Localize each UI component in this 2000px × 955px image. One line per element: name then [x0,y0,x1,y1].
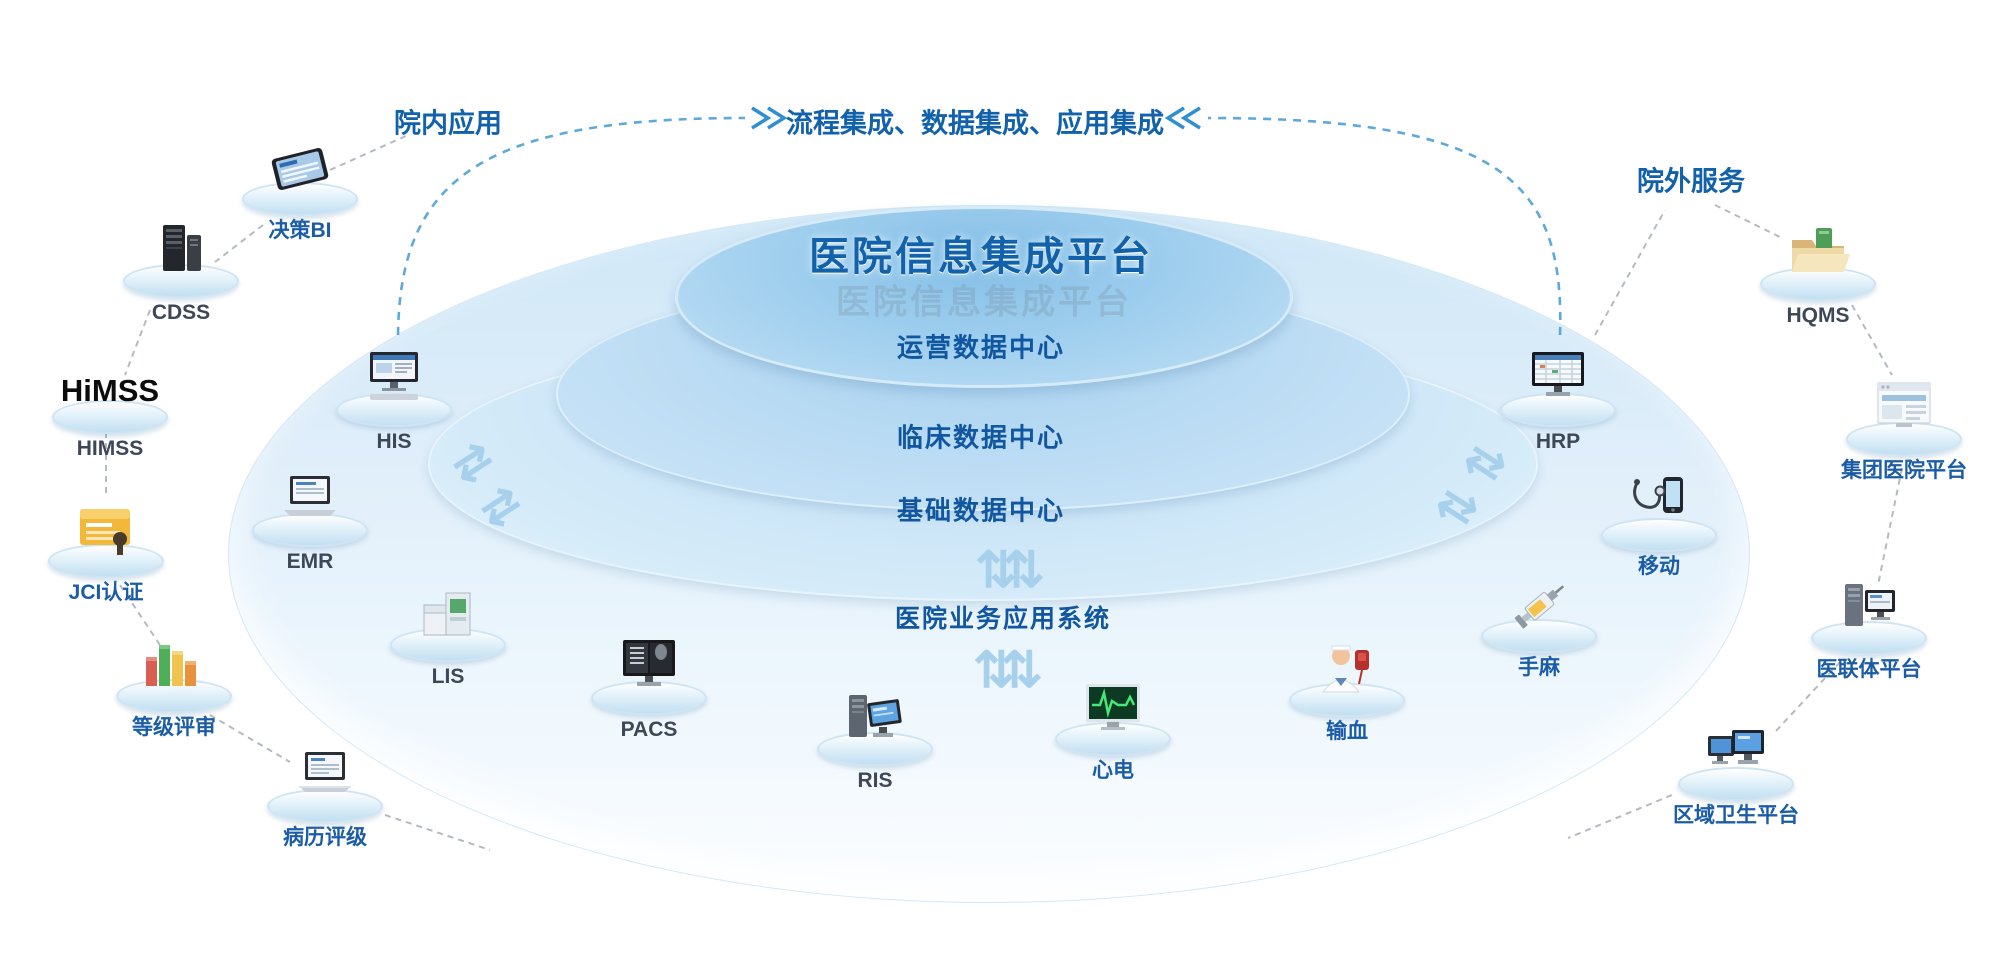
out-hospital-services-label: 院外服务 [1637,166,1745,197]
node-yilianti: 医联体平台 [1794,578,1944,681]
mobile-stethoscope-icon [1584,475,1734,531]
sync-arrows-center: ⇅ [1003,542,1045,598]
node-his: HIS [319,350,469,453]
spreadsheet-monitor-icon [1483,350,1633,406]
platform-disc [1481,619,1597,653]
node-pacs: PACS [574,638,724,741]
xray-monitor-icon [574,638,724,694]
node-jci: JCI认证 [31,501,181,604]
node-label: 心电 [1092,759,1134,782]
node-label: 集团医院平台 [1841,459,1967,482]
platform-disc [1601,518,1717,552]
node-hrp: HRP [1483,350,1633,453]
in-hospital-apps-label: 院内应用 [394,108,502,139]
sync-arrows-center: ⇅ [1001,642,1043,698]
certificate-icon [31,501,181,557]
node-label: HIS [376,430,412,453]
node-dengji: 等级评审 [99,636,249,739]
integration-methods-label: 流程集成、数据集成、应用集成 [786,108,1164,139]
laptop-icon [235,470,385,526]
node-label: PACS [620,718,678,741]
nurse-blood-icon [1272,640,1422,696]
bar-chart-icon [99,636,249,692]
platform-disc [1811,621,1927,655]
node-label: EMR [286,550,334,573]
server-icon [106,221,256,277]
node-shouma: 手麻 [1464,576,1614,679]
node-label: 手麻 [1518,656,1560,679]
node-label: JCI认证 [68,581,144,604]
node-hqms: HQMS [1743,224,1893,327]
tier-label-clinical-data-center: 临床数据中心 [896,422,1066,453]
node-label: HRP [1535,430,1581,453]
node-label: 等级评审 [132,716,216,739]
sync-arrows-center: ⇅ [973,642,1015,698]
webpage-icon [1829,379,1979,435]
node-bingli: 病历评级 [250,746,400,849]
node-label: CDSS [151,301,211,324]
node-label: 决策BI [268,219,332,242]
tier-label-operation-data-center: 运营数据中心 [896,332,1066,363]
node-label: HIMSS [76,437,144,460]
sync-arrows-center: ⇅ [975,542,1017,598]
node-jituan: 集团医院平台 [1829,379,1979,482]
platform-disc [52,400,168,434]
folder-icon [1743,224,1893,280]
node-quyu: 区域卫生平台 [1661,724,1811,827]
desktop-computer-icon [319,350,469,406]
node-label: 医联体平台 [1816,658,1922,681]
node-label: 病历评级 [283,826,367,849]
platform-title-reflection: 医院信息集成平台 [836,283,1132,322]
node-label: 输血 [1326,720,1368,743]
node-ris: RIS [800,689,950,792]
himss-logo: HiMSS [60,373,160,408]
workstation-icon [800,689,950,745]
node-label: 区域卫生平台 [1673,804,1799,827]
server-monitor-icon [1794,578,1944,634]
node-yidong: 移动 [1584,475,1734,578]
node-xindian: 心电 [1038,679,1188,782]
node-juece-bi: 决策BI [225,139,375,242]
node-label: RIS [857,769,893,792]
laptop-icon [250,746,400,802]
platform-tier-operation [675,206,1293,388]
node-emr: EMR [235,470,385,573]
syringe-icon [1464,576,1614,632]
node-label: HQMS [1786,304,1850,327]
business-systems-label: 医院业务应用系统 [894,605,1112,633]
node-cdss: CDSS [106,221,256,324]
platform-title: 医院信息集成平台 [809,235,1153,279]
node-label: LIS [431,665,465,688]
storage-boxes-icon [373,585,523,641]
node-shuxue: 输血 [1272,640,1422,743]
node-label: 移动 [1638,555,1680,578]
tablet-icon [225,139,375,195]
platform-disc [1678,767,1794,801]
ecg-monitor-icon [1038,679,1188,735]
platform-disc [252,513,368,547]
node-lis: LIS [373,585,523,688]
dual-computer-icon [1661,724,1811,780]
tier-label-basic-data-center: 基础数据中心 [896,495,1066,526]
node-himss: HiMSS HIMSS [35,353,185,460]
